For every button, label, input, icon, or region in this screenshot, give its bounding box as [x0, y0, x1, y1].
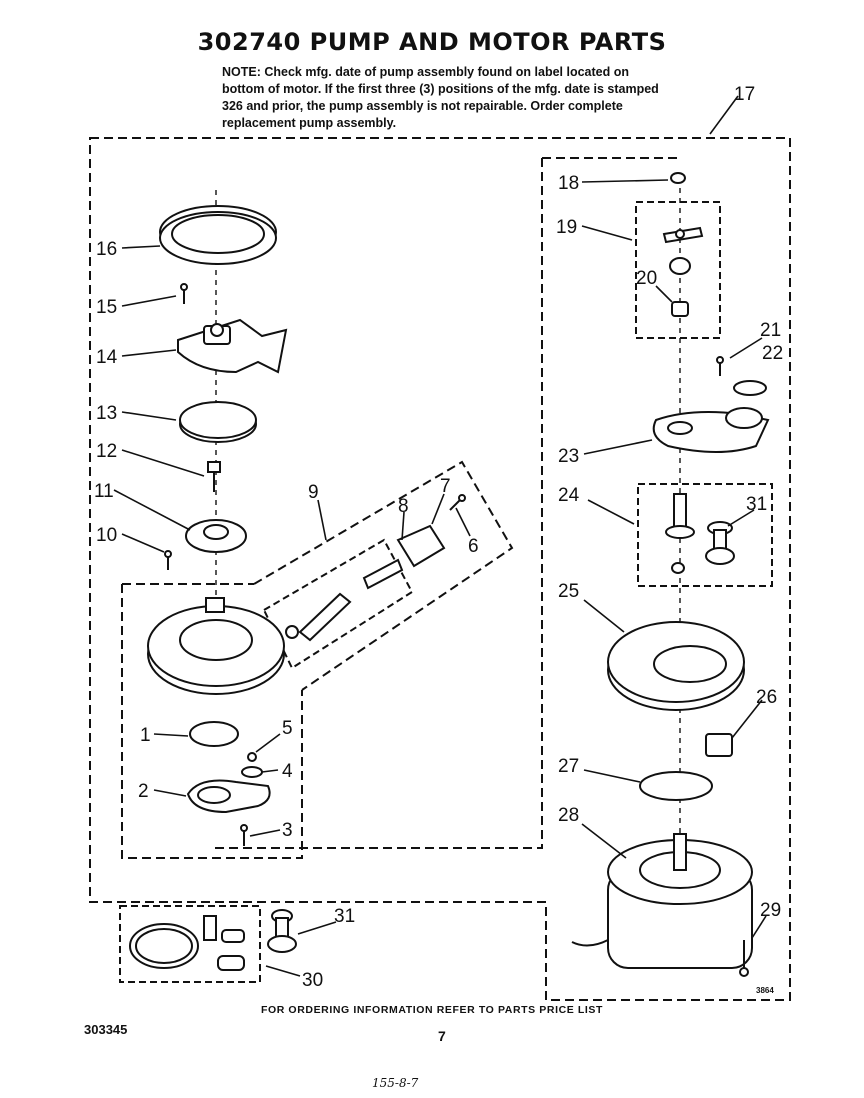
part-27-disc [639, 771, 713, 801]
callout-20: 20 [636, 268, 657, 289]
part-14-cover [177, 318, 288, 374]
part-13-ring [179, 401, 257, 443]
callout-1: 1 [140, 725, 151, 746]
assembly-boundary-17 [89, 137, 791, 1001]
part-28-motor [571, 833, 753, 969]
callout-15: 15 [96, 297, 117, 318]
callout-31-bottom: 31 [334, 906, 355, 927]
callout-21: 21 [760, 320, 781, 341]
callout-13: 13 [96, 403, 117, 424]
part-3-screw [240, 824, 248, 846]
part-8-valve [285, 558, 404, 642]
part-7-cap [396, 524, 446, 568]
part-2-lower-housing [186, 779, 271, 814]
callout-14: 14 [96, 347, 118, 368]
part-16-ring [159, 205, 277, 265]
part-30-kit [129, 915, 245, 971]
pump-housing [147, 597, 285, 695]
callout-8: 8 [398, 496, 409, 517]
callout-6: 6 [468, 536, 479, 557]
part-25-motor-mount [607, 621, 745, 711]
part-29-screw [739, 940, 749, 977]
part-20-spring [669, 257, 691, 317]
part-11-impeller [185, 519, 247, 553]
part-22-ring [733, 380, 767, 396]
part-6-screw [449, 494, 466, 511]
part-31-seal-bottom [267, 909, 297, 953]
part-31-seal-right [705, 521, 735, 565]
page-number: 7 [438, 1028, 446, 1044]
part-1-screen [189, 721, 239, 747]
callout-26: 26 [756, 687, 777, 708]
part-23-plate [652, 407, 770, 453]
kit-24-boundary [637, 483, 773, 587]
pump-group-boundary [121, 583, 303, 859]
callout-18: 18 [558, 173, 579, 194]
callout-25: 25 [558, 581, 579, 602]
callout-29: 29 [760, 900, 781, 921]
document-number: 303345 [84, 1022, 128, 1037]
part-10-screw [164, 550, 172, 570]
figure-code: 3864 [756, 986, 774, 995]
callout-17: 17 [734, 84, 755, 105]
callout-28: 28 [558, 805, 579, 826]
part-19-bracket [662, 226, 704, 244]
motor-group-boundary [214, 157, 680, 849]
callout-9: 9 [308, 482, 319, 503]
callout-7: 7 [440, 476, 451, 497]
part-24-shaft [665, 493, 695, 574]
ordering-info: FOR ORDERING INFORMATION REFER TO PARTS … [260, 1004, 604, 1016]
callout-16: 16 [96, 239, 117, 260]
callout-24: 24 [558, 485, 580, 506]
handwritten-note: 155-8-7 [372, 1076, 419, 1090]
part-26-clip [705, 733, 733, 757]
part-15-screw [180, 283, 188, 304]
part-21-screw [716, 356, 724, 376]
repair-note: NOTE: Check mfg. date of pump assembly f… [222, 65, 659, 130]
callout-31-right: 31 [746, 494, 767, 515]
callout-30: 30 [302, 970, 323, 991]
callout-2: 2 [138, 781, 149, 802]
callout-27: 27 [558, 756, 579, 777]
callout-3: 3 [282, 820, 293, 841]
kit-9-boundary [253, 460, 514, 691]
callout-5: 5 [282, 718, 293, 739]
kit-30-boundary [119, 905, 261, 983]
part-5-ball [247, 752, 257, 762]
kit-8-boundary [262, 538, 414, 670]
part-4-seal [241, 766, 263, 778]
callout-12: 12 [96, 441, 117, 462]
callout-4: 4 [282, 761, 293, 782]
callout-11: 11 [94, 481, 114, 502]
callout-23: 23 [558, 446, 579, 467]
callout-22: 22 [762, 343, 783, 364]
callout-19: 19 [556, 217, 577, 238]
callout-10: 10 [96, 525, 117, 546]
part-12-bolt [207, 461, 221, 492]
part-18-nut [670, 172, 686, 184]
diagram-title: 302740 PUMP AND MOTOR PARTS [197, 28, 667, 56]
